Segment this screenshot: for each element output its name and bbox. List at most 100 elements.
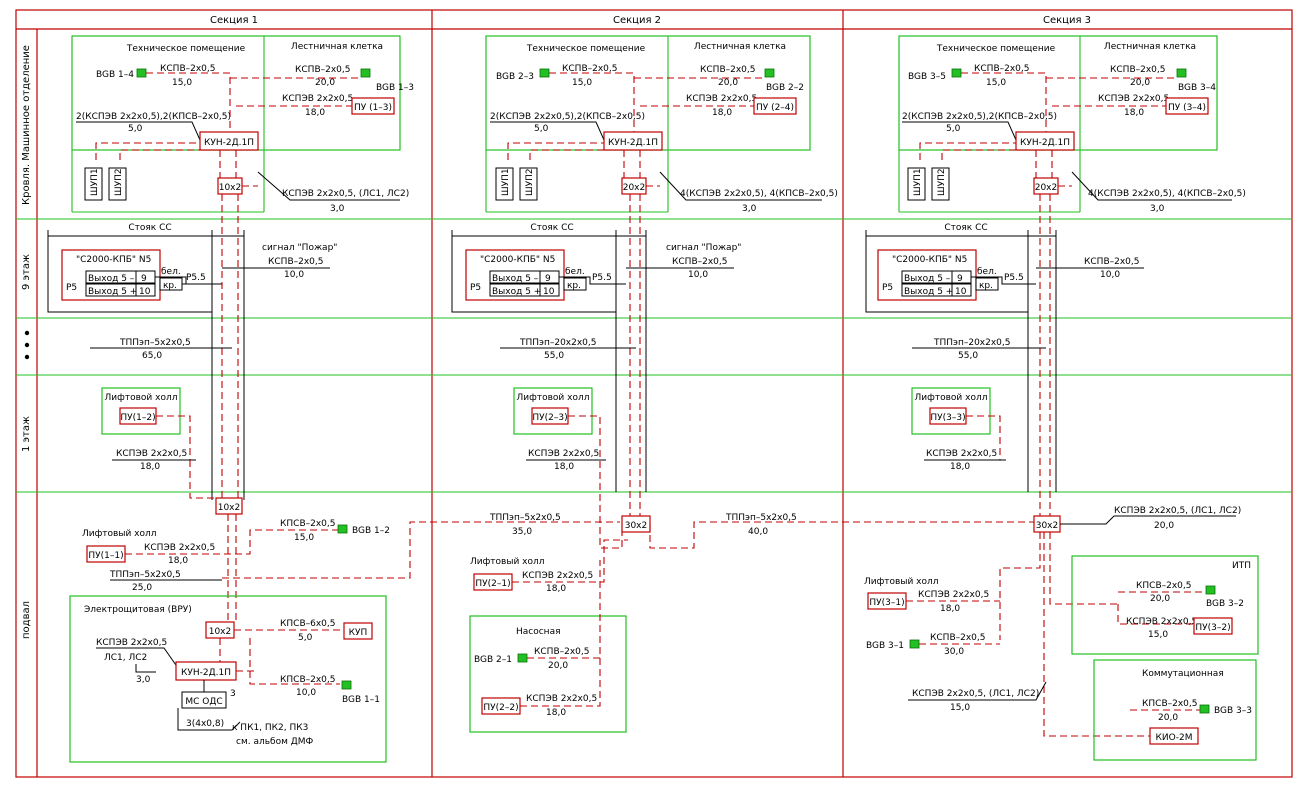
- kr-box: [563, 277, 587, 291]
- cable-label: КСПВ–2х0,5: [160, 64, 215, 74]
- pu-label: ПУ(1–1): [88, 551, 123, 561]
- bgb-label: BGB 3–1: [866, 641, 904, 651]
- cable-label: КПСВ–2х0,5: [280, 519, 335, 529]
- s3-pu-3-2: [1193, 617, 1233, 635]
- cable-label: КСПЭВ 2х2х0,5: [96, 638, 167, 648]
- room-title: Лифтовой холл: [915, 393, 988, 403]
- kr-box: [975, 277, 999, 291]
- out-num: 10: [543, 287, 555, 297]
- s1-shup2: [108, 167, 127, 201]
- length-label: 3,0: [136, 675, 151, 685]
- cable-label: КСПЭВ 2х2х0,5: [528, 449, 599, 459]
- row-label-1: 1 этаж: [21, 416, 32, 452]
- cable-label: КСПЭВ 2х2х0,5: [282, 94, 353, 104]
- cable-label: КПСВ–2х0,5: [280, 675, 335, 685]
- s1-stoyak-title: Стояк СС: [128, 223, 171, 233]
- out-wire: [559, 276, 626, 285]
- s3-bgb-3-1-icon: [909, 639, 920, 649]
- length-label: 10,0: [296, 688, 316, 698]
- s1-kup: [343, 622, 373, 640]
- ellipsis-dot: [24, 342, 30, 348]
- out-label: Выход 5 –: [492, 274, 539, 284]
- s1-wire-bgb14: [146, 72, 231, 140]
- bgb-label: BGB 3–4: [1178, 83, 1216, 93]
- wire: [999, 532, 1150, 737]
- leader-line: [76, 121, 201, 141]
- cable-label: 4(КСПЭВ 2х2х0,5), 4(КПСВ–2х0,5): [680, 189, 838, 199]
- cable-label: ТППэп–5х2х0,5: [109, 570, 181, 580]
- bgb-label: BGB 1–2: [352, 526, 390, 536]
- out-num: 9: [545, 274, 551, 284]
- length-label: 15,0: [986, 78, 1006, 88]
- wire: [919, 142, 1016, 160]
- wire: [966, 415, 1001, 460]
- out-num: 9: [957, 274, 963, 284]
- out-box: [951, 283, 972, 297]
- length-label: 20,0: [1130, 78, 1150, 88]
- leader-line: [902, 121, 1017, 141]
- length-label: 18,0: [554, 462, 574, 472]
- cable-label: ТППэп–5х2х0,5: [119, 338, 191, 348]
- bel-label: бел.: [977, 267, 997, 277]
- pu-label: ПУ(3–3): [930, 413, 965, 423]
- shup-label: ШУП2: [525, 168, 535, 196]
- wire: [512, 539, 628, 583]
- bgb-label: BGB 1–1: [342, 695, 380, 705]
- length-label: 55,0: [544, 351, 564, 361]
- s1-shup1: [84, 167, 103, 201]
- s3-stair-title: Лестничная клетка: [1104, 42, 1196, 52]
- section-3: Техническое помещение Лестничная клетка …: [864, 35, 1259, 761]
- cable-label: КСПВ–2х0,5: [974, 64, 1029, 74]
- length-label: 18,0: [168, 556, 188, 566]
- s1-vru-room: [69, 595, 387, 763]
- s1-kun: [199, 131, 259, 151]
- kup-label: КУП: [349, 628, 368, 638]
- cable-label: КСПЭВ 2х2х0,5: [526, 694, 597, 704]
- s3-shup1: [907, 167, 926, 201]
- r55-label: Р5.5: [592, 273, 612, 283]
- s3-bgb-3-2-icon: [1205, 585, 1216, 595]
- pu-label: ПУ(3–1): [869, 598, 904, 608]
- r5-label: Р5: [882, 283, 893, 293]
- outer-frame: [15, 9, 1293, 778]
- cable-label: КСПВ–2х0,5: [534, 647, 589, 657]
- s1-wire-shup1: [95, 142, 200, 160]
- junction-label: 10х2: [209, 627, 232, 637]
- length-label: 20,0: [1154, 521, 1174, 531]
- length-label: 5,0: [534, 124, 549, 134]
- length-label: 3,0: [1150, 204, 1165, 214]
- bel-label: бел.: [565, 267, 585, 277]
- length-label: 35,0: [512, 527, 532, 537]
- length-label: 10,0: [1100, 270, 1120, 280]
- wire: [568, 415, 623, 549]
- out-label: Выход 5 +: [492, 287, 541, 297]
- out-label: Выход 5 –: [904, 274, 951, 284]
- s2-bgb-2-3-icon: [539, 68, 550, 78]
- section-3-title: Секция 3: [1043, 15, 1091, 26]
- wire: [1117, 591, 1204, 625]
- r5-label: Р5: [470, 283, 481, 293]
- length-label: 3,0: [330, 204, 345, 214]
- s2-kun: [603, 131, 663, 151]
- bgb-label: BGB 3–2: [1206, 599, 1244, 609]
- wire: [549, 72, 635, 140]
- row-label-basement: подвал: [21, 601, 32, 639]
- shup-label: ШУП1: [913, 168, 923, 196]
- leader-line: [659, 171, 822, 201]
- room-title: Лифтовый холл: [82, 529, 157, 539]
- wire: [623, 150, 641, 178]
- cable-label: КСПВ–2х0,5: [700, 65, 755, 75]
- s2000-label: "С2000-КПБ" N5: [480, 255, 555, 265]
- out-num: 10: [139, 287, 151, 297]
- out-label: Выход 5 +: [904, 287, 953, 297]
- s1-s2-link: [222, 521, 620, 579]
- cable-label: КСПВ–2х0,5: [672, 257, 727, 267]
- stoyak-title: Стояк СС: [944, 223, 987, 233]
- junction-label: 10х2: [218, 503, 241, 513]
- s3-shup2: [931, 167, 950, 201]
- wire: [961, 72, 1047, 140]
- cable-label: 3(4х0,8): [186, 719, 224, 729]
- to-pk-label: к ПК1, ПК2, ПК3: [232, 723, 308, 733]
- s2-lift-hall-1: [513, 387, 593, 435]
- pu-label: ПУ (3–4): [1168, 103, 1206, 113]
